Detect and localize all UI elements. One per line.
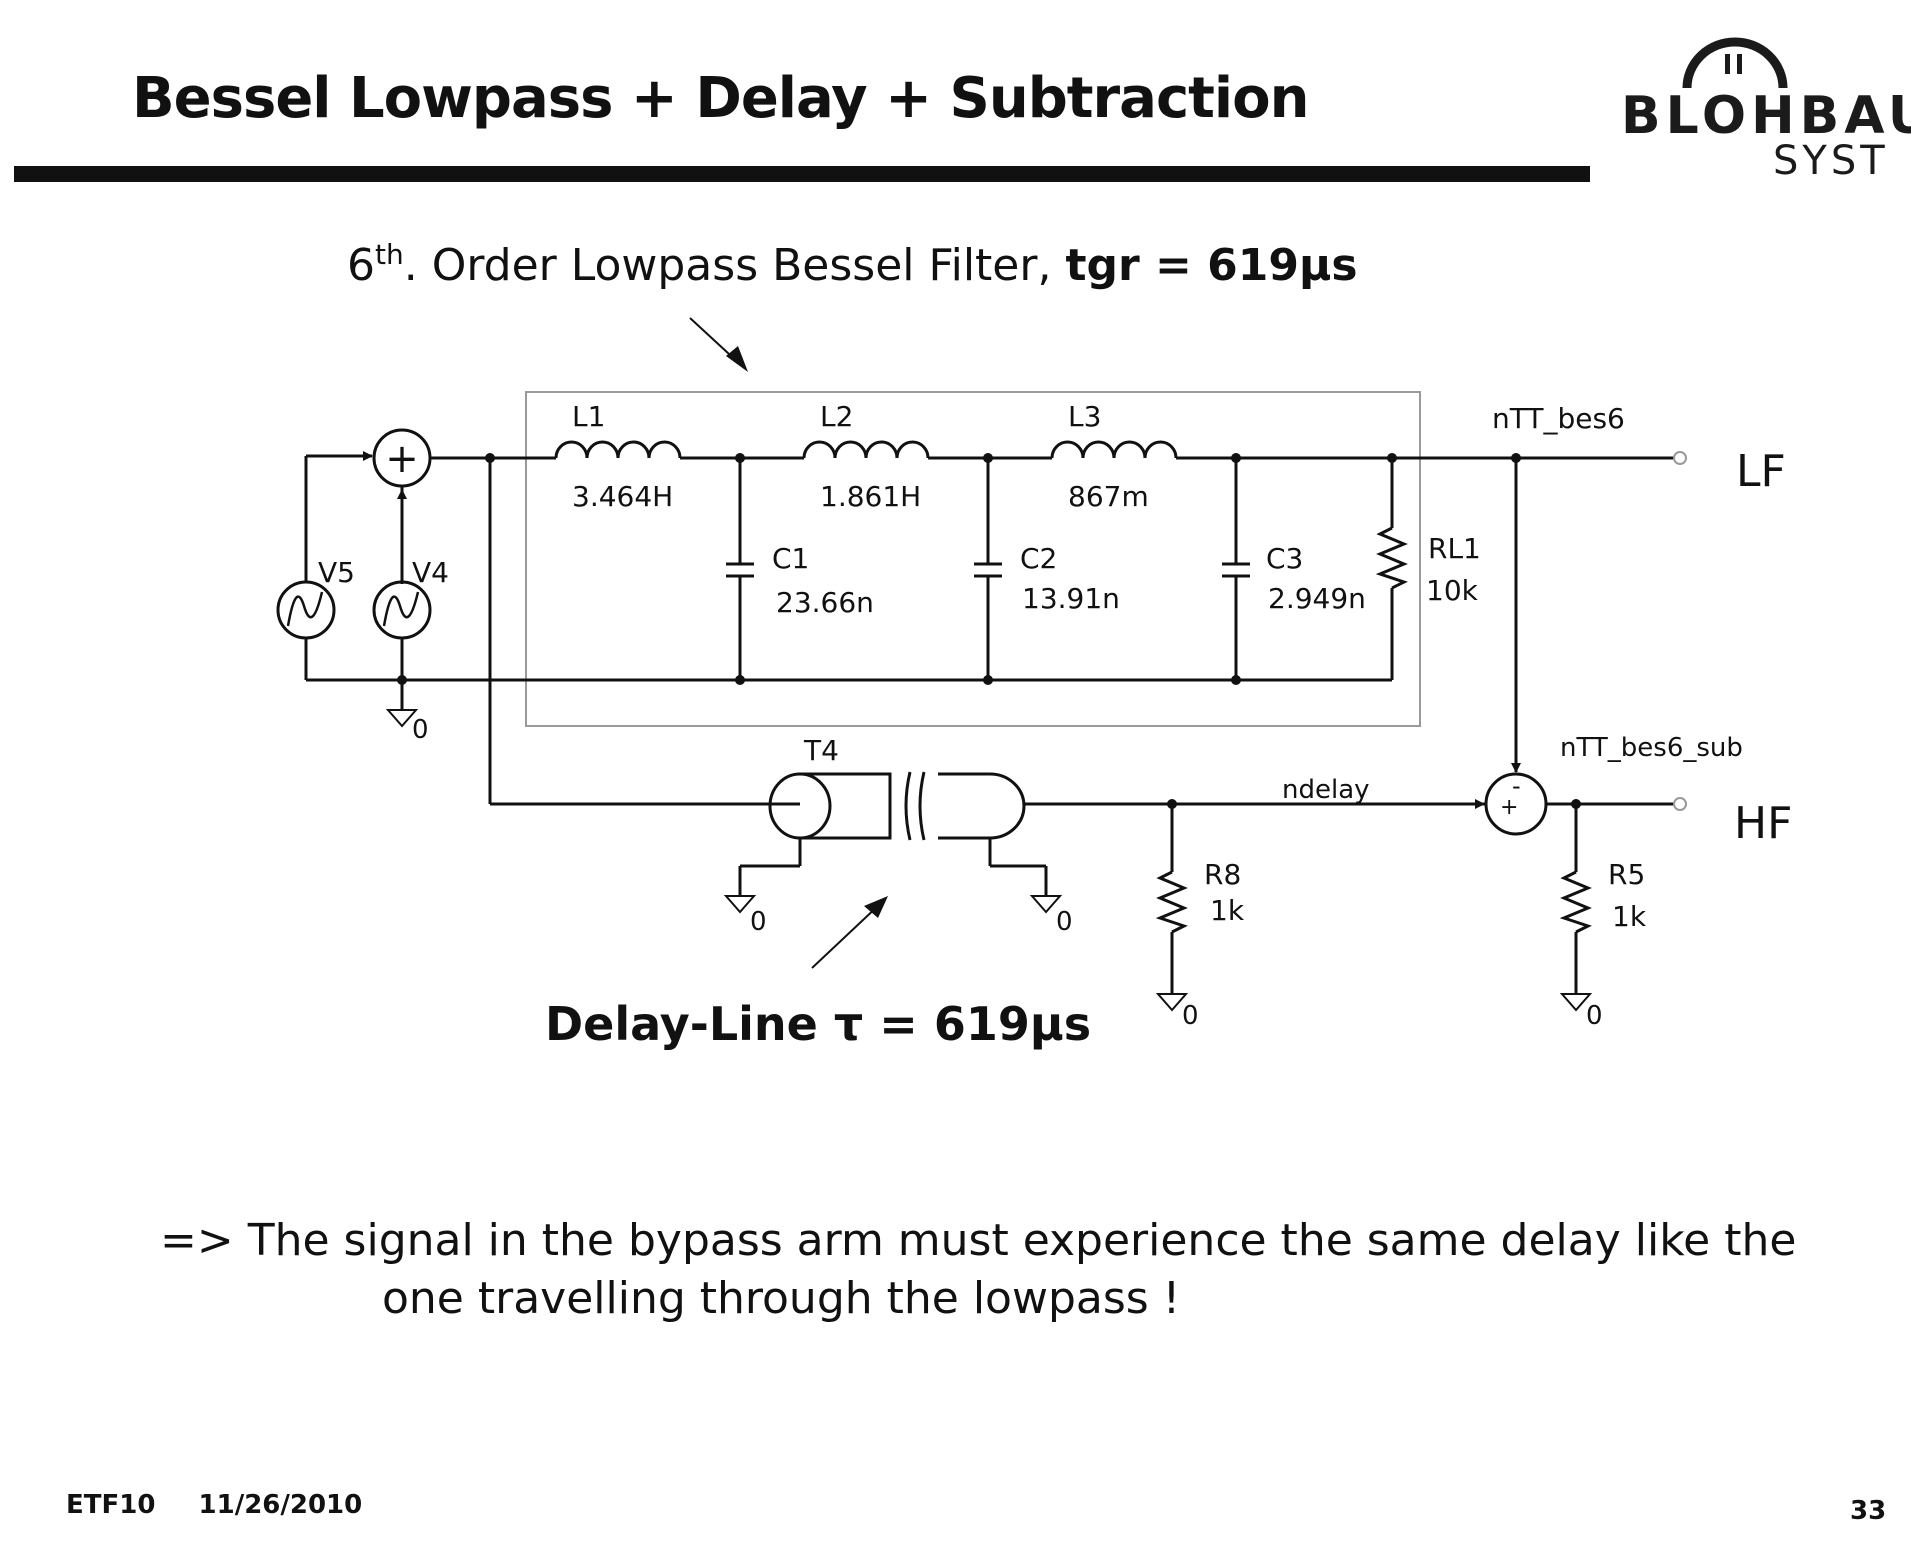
l2-ref: L2 (820, 400, 853, 433)
ground-label-r5: 0 (1586, 1001, 1603, 1031)
footer-event: ETF10 (66, 1490, 156, 1520)
rl1-ref: RL1 (1428, 532, 1481, 565)
delay-caption: Delay-Line τ = 619µs (545, 997, 1091, 1051)
junction-dots (397, 453, 1581, 809)
l1-value: 3.464H (572, 480, 673, 513)
c3-ref: C3 (1266, 542, 1303, 575)
r5-value: 1k (1612, 900, 1647, 933)
conclusion-text: => The signal in the bypass arm must exp… (160, 1212, 1796, 1328)
v5-label: V5 (318, 556, 355, 589)
filter-caption: 6th. Order Lowpass Bessel Filter, tgr = … (347, 238, 1358, 291)
lf-label: LF (1736, 446, 1786, 497)
l1-ref: L1 (572, 400, 605, 433)
slide-title: Bessel Lowpass + Delay + Subtraction (132, 66, 1309, 131)
adder-icon (372, 428, 432, 488)
footer-date: 11/26/2010 (198, 1490, 363, 1520)
delay-pointer-arrow (811, 903, 881, 969)
r5-ref: R5 (1608, 858, 1645, 891)
conclusion-line-2: one travelling through the lowpass ! (382, 1273, 1181, 1324)
company-logo: BLOHBAU SYST (1605, 32, 1911, 182)
r8-ref: R8 (1204, 858, 1241, 891)
net-label-bes6-sub: nTT_bes6_sub (1560, 733, 1743, 763)
rl1-value: 10k (1426, 574, 1479, 607)
l3-ref: L3 (1068, 400, 1101, 433)
t4-label: T4 (803, 734, 839, 767)
capacitor-plates (726, 562, 1250, 578)
sine-wave-icons (286, 591, 420, 627)
ground-icons (385, 709, 1593, 1012)
adder-plus: + (385, 436, 419, 482)
r8-value: 1k (1210, 894, 1245, 927)
c1-value: 23.66n (776, 586, 874, 619)
l2-value: 1.861H (820, 480, 921, 513)
c2-value: 13.91n (1022, 582, 1120, 615)
inductor-coils (554, 440, 1178, 459)
ground-label-r8: 0 (1182, 1001, 1199, 1031)
filter-box (525, 391, 1421, 727)
hf-port (1673, 797, 1687, 811)
net-label-ndelay: ndelay (1282, 775, 1370, 805)
ground-label-t4-in: 0 (750, 907, 767, 937)
hf-label: HF (1734, 798, 1792, 849)
v4-label: V4 (412, 556, 449, 589)
conclusion-line-1: => The signal in the bypass arm must exp… (160, 1215, 1797, 1266)
voltage-source-icons (276, 580, 432, 640)
l3-value: 867m (1068, 480, 1149, 513)
delay-pointer-arrowhead (864, 896, 888, 918)
net-label-bes6: nTT_bes6 (1492, 402, 1625, 435)
resistor-zigzags (1155, 526, 1592, 934)
ground-label-t4-out: 0 (1056, 907, 1073, 937)
transmission-line-icon (768, 771, 1026, 841)
subtractor-minus: - (1512, 772, 1521, 800)
logo-sub-text: SYST (1773, 138, 1889, 182)
subtractor-plus: + (1500, 795, 1518, 820)
c3-value: 2.949n (1268, 582, 1366, 615)
lf-port (1673, 451, 1687, 465)
logo-arch-icon (1682, 37, 1788, 89)
footer-left: ETF10 11/26/2010 (66, 1490, 396, 1520)
ground-label-sources: 0 (412, 715, 429, 745)
title-rule (14, 166, 1590, 182)
logo-main-text: BLOHBAU (1621, 86, 1911, 146)
c2-ref: C2 (1020, 542, 1057, 575)
c1-ref: C1 (772, 542, 809, 575)
filter-pointer-arrowhead (726, 346, 748, 372)
page-number: 33 (1850, 1496, 1887, 1526)
subtractor-icon (1484, 772, 1548, 836)
